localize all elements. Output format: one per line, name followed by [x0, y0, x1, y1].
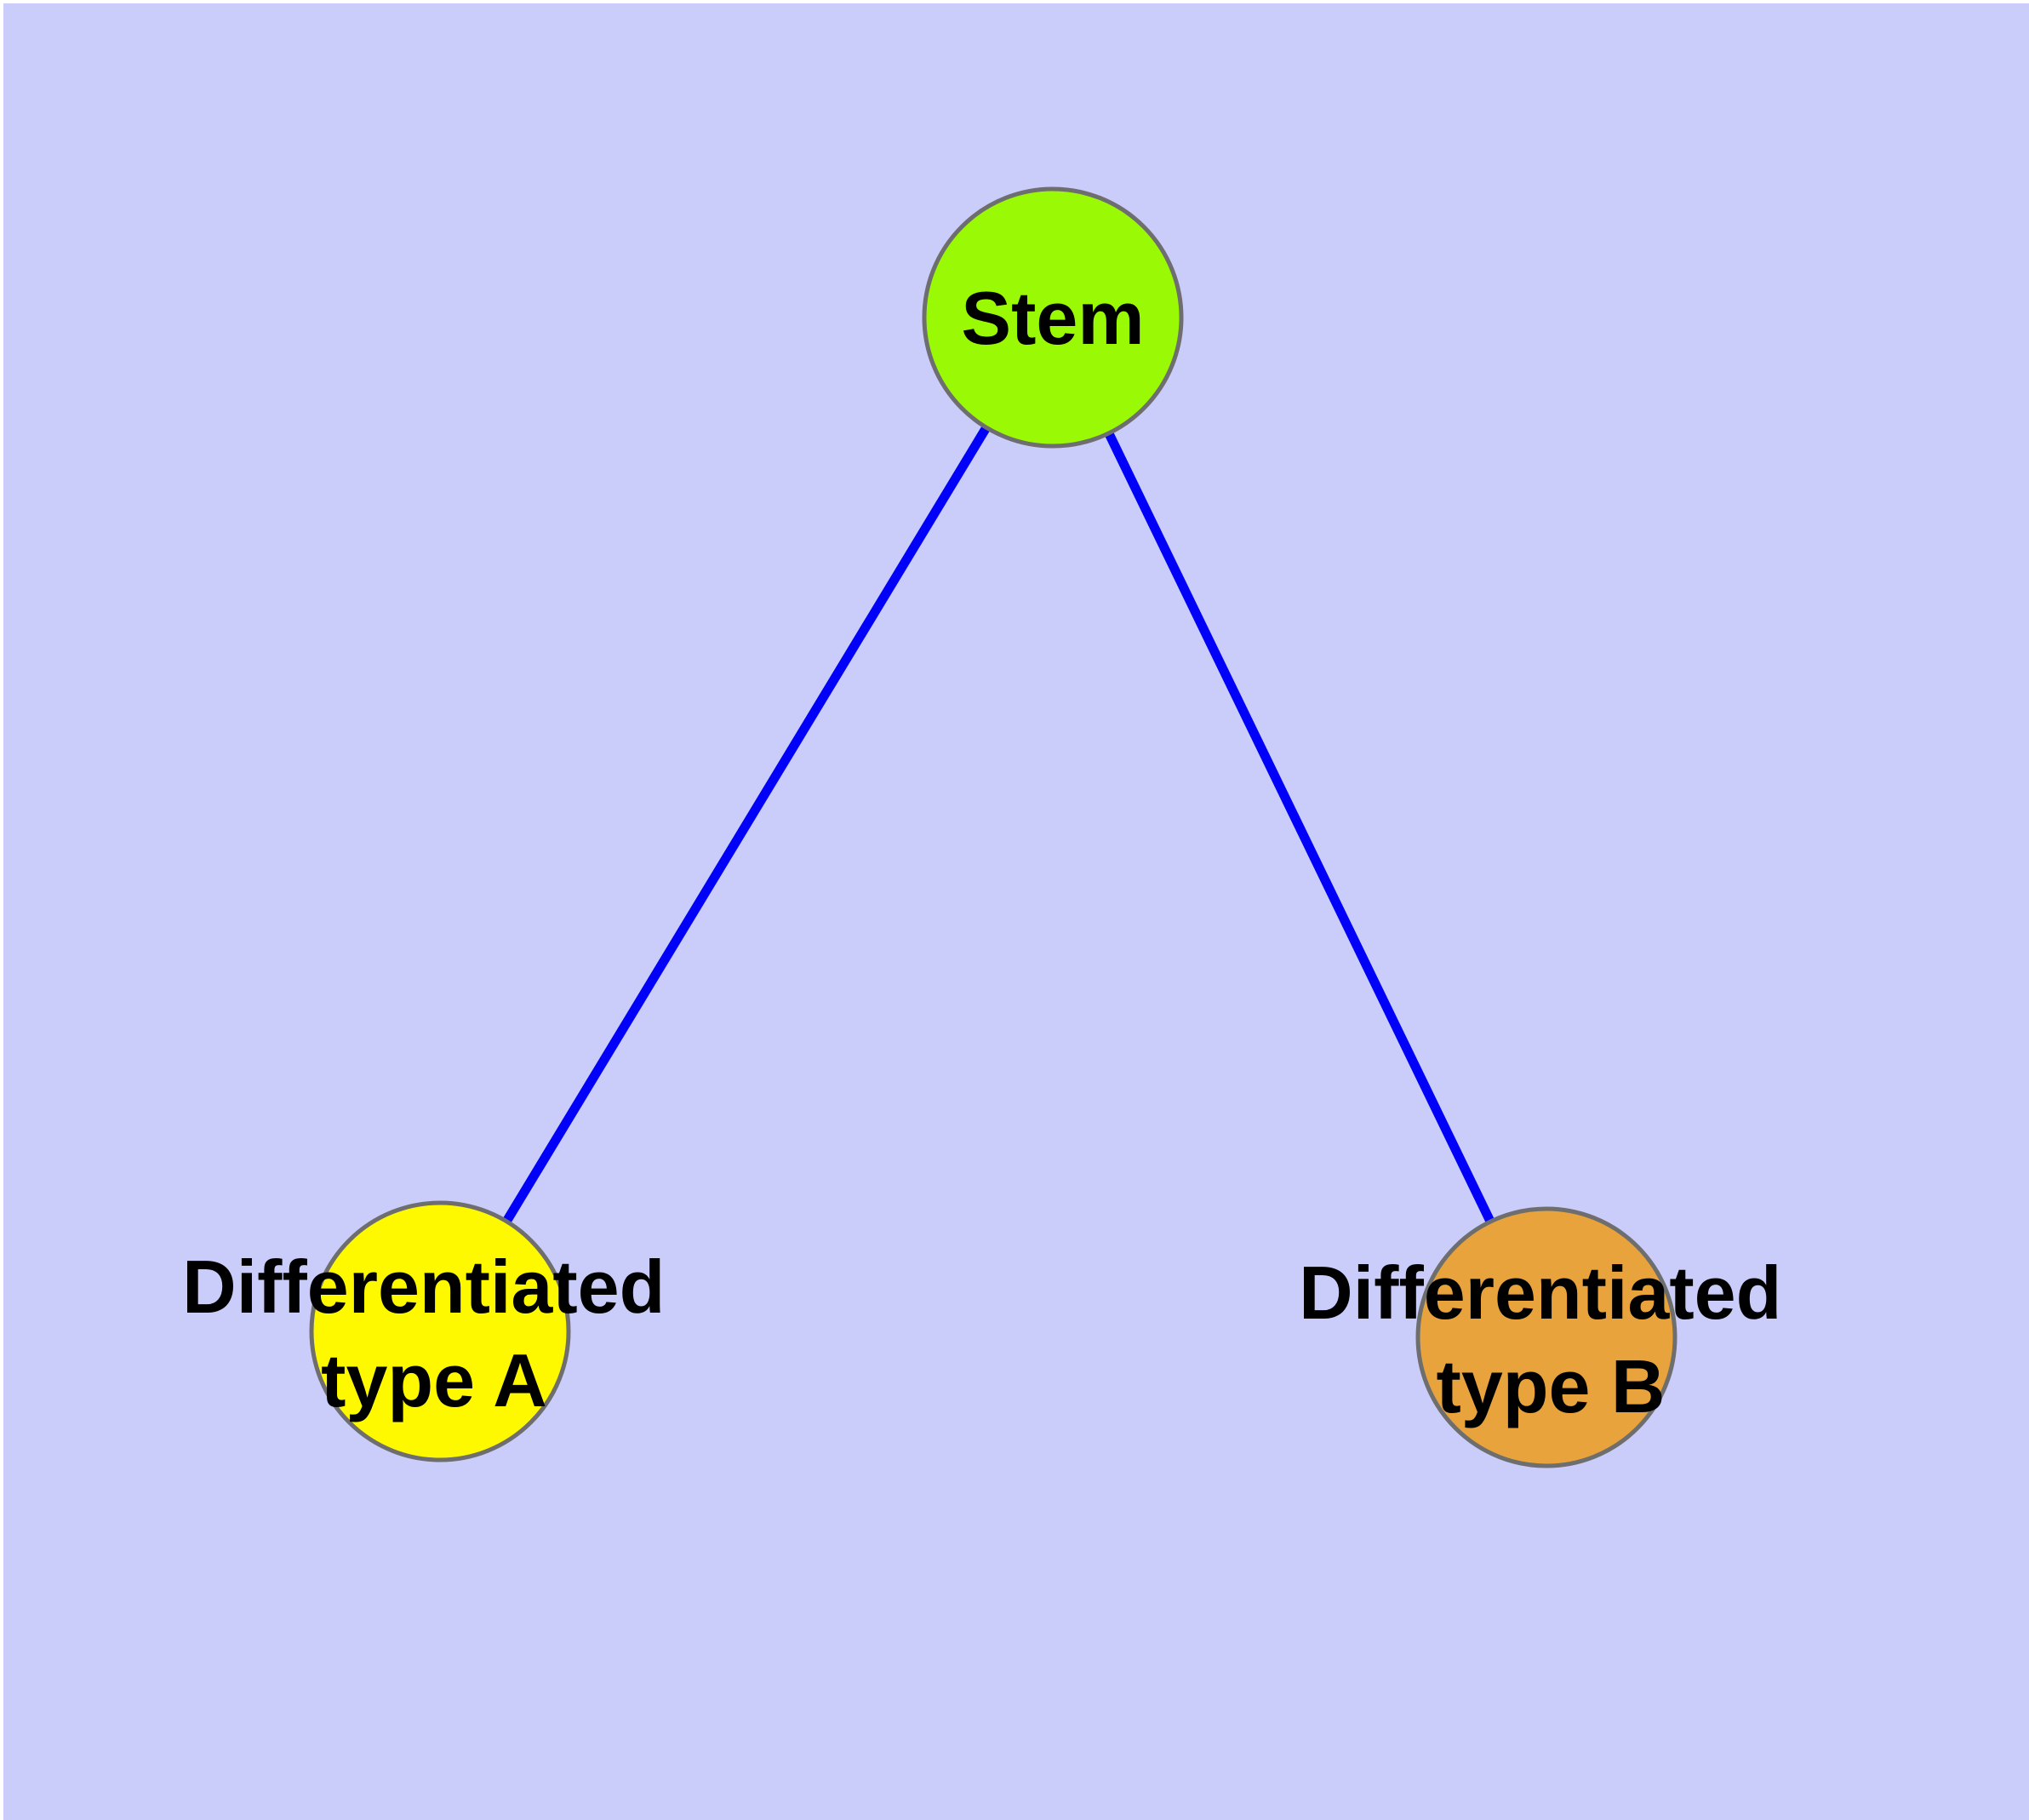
node-type-a-label: Differentiated type A	[182, 1245, 686, 1422]
node-type-a-label-line2: type A	[321, 1338, 547, 1422]
edge-stem-to-type-b	[1049, 315, 1551, 1340]
node-type-b-label-line1: Differentiated	[1299, 1251, 1781, 1335]
node-differentiated-type-b: Differentiated type B	[1299, 1206, 1803, 1468]
node-differentiated-type-a: Differentiated type A	[182, 1200, 686, 1462]
node-stem-circle	[922, 186, 1184, 449]
node-type-b-circle	[1415, 1206, 1677, 1468]
node-type-a-label-line1: Differentiated	[182, 1245, 665, 1329]
node-stem-label: Stem	[961, 276, 1144, 360]
node-stem: Stem	[922, 186, 1184, 449]
node-type-a-circle	[309, 1200, 571, 1462]
node-type-b-label-line2: type B	[1437, 1344, 1666, 1428]
edge-layer	[436, 315, 1551, 1340]
edge-stem-to-type-a	[436, 315, 1057, 1334]
node-type-b-label: Differentiated type B	[1299, 1251, 1803, 1428]
